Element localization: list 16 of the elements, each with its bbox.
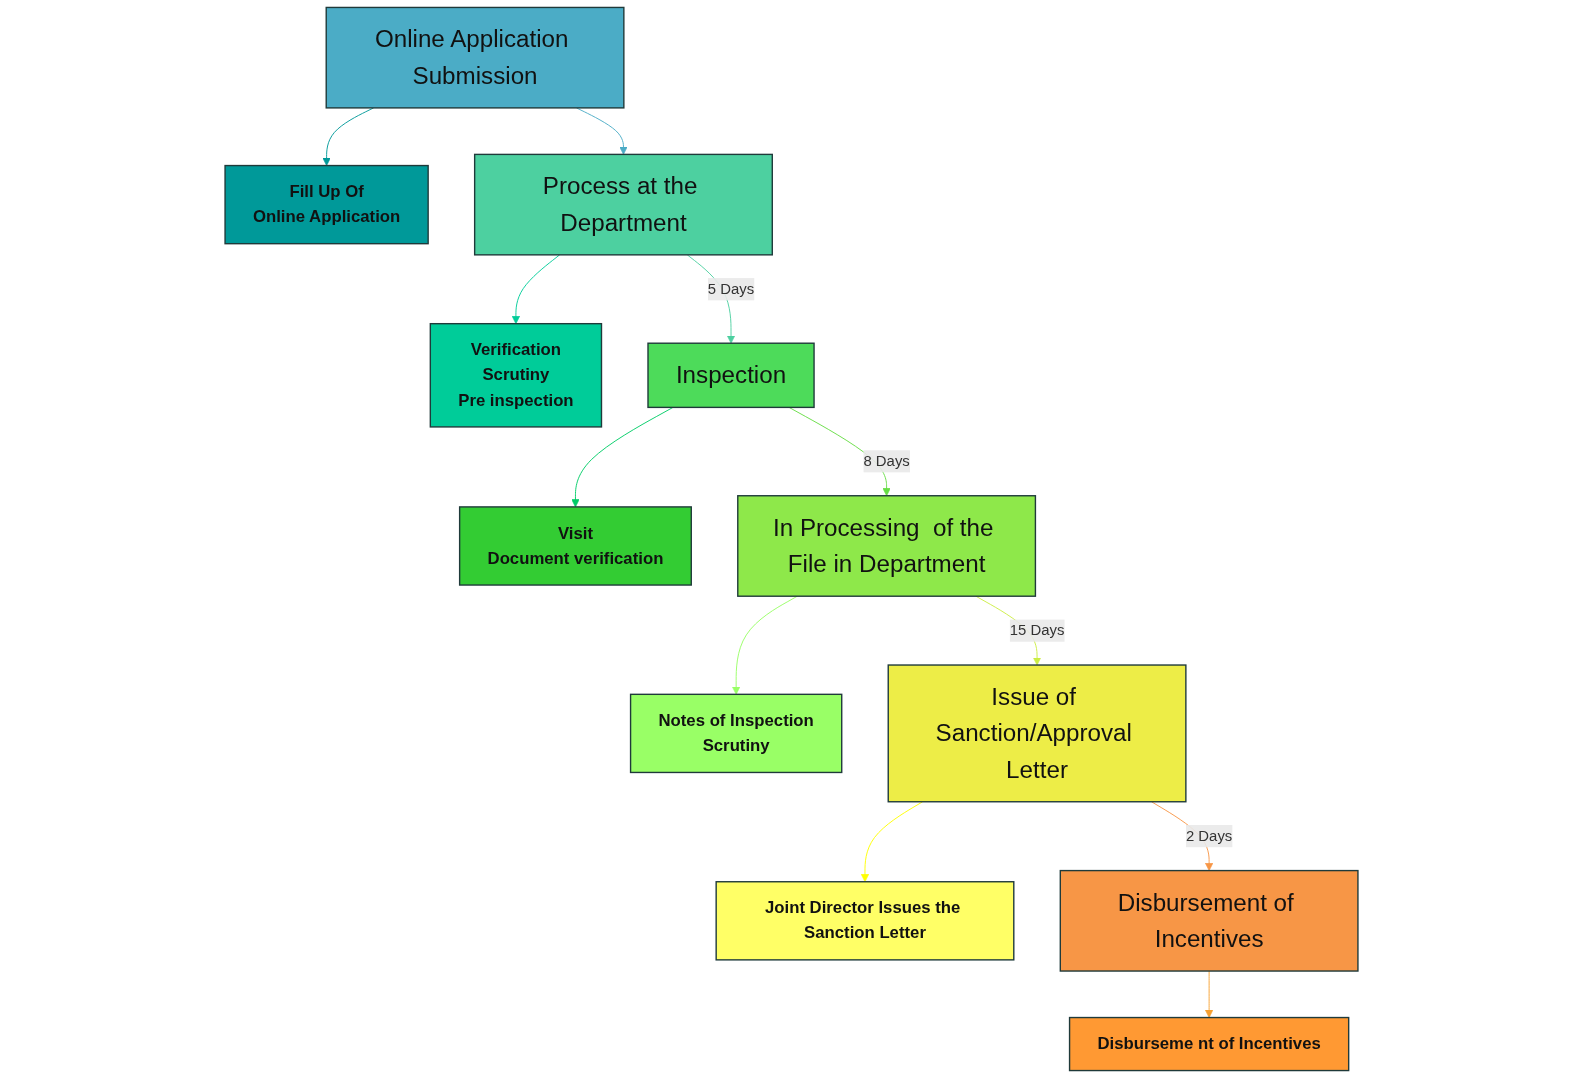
node-box: Verification Scrutiny Pre inspection xyxy=(429,323,603,428)
node-box: Joint Director Issues the Sanction Letter xyxy=(715,881,1015,961)
node-box: Inspection xyxy=(647,342,815,409)
node-box: Visit Document verification xyxy=(458,506,692,586)
edge-label: 15 Days xyxy=(1009,622,1065,639)
edge-label: 2 Days xyxy=(1185,827,1233,844)
node-box: Disbursement of Incentives xyxy=(1059,869,1359,972)
node-box: Process at the Department xyxy=(473,153,773,256)
node-box: Disburseme nt of Incentives xyxy=(1068,1016,1350,1072)
edge-label: 5 Days xyxy=(707,280,755,297)
edge-label: 8 Days xyxy=(863,452,910,469)
node-box: Notes of Inspection Scrutiny xyxy=(629,693,843,774)
node-box: Issue of Sanction/Approval Letter xyxy=(887,664,1187,803)
node-box: Online Application Submission xyxy=(325,6,625,109)
node-box: In Processing of the File in Department xyxy=(737,495,1037,597)
node-box: Fill Up Of Online Application xyxy=(224,164,429,245)
